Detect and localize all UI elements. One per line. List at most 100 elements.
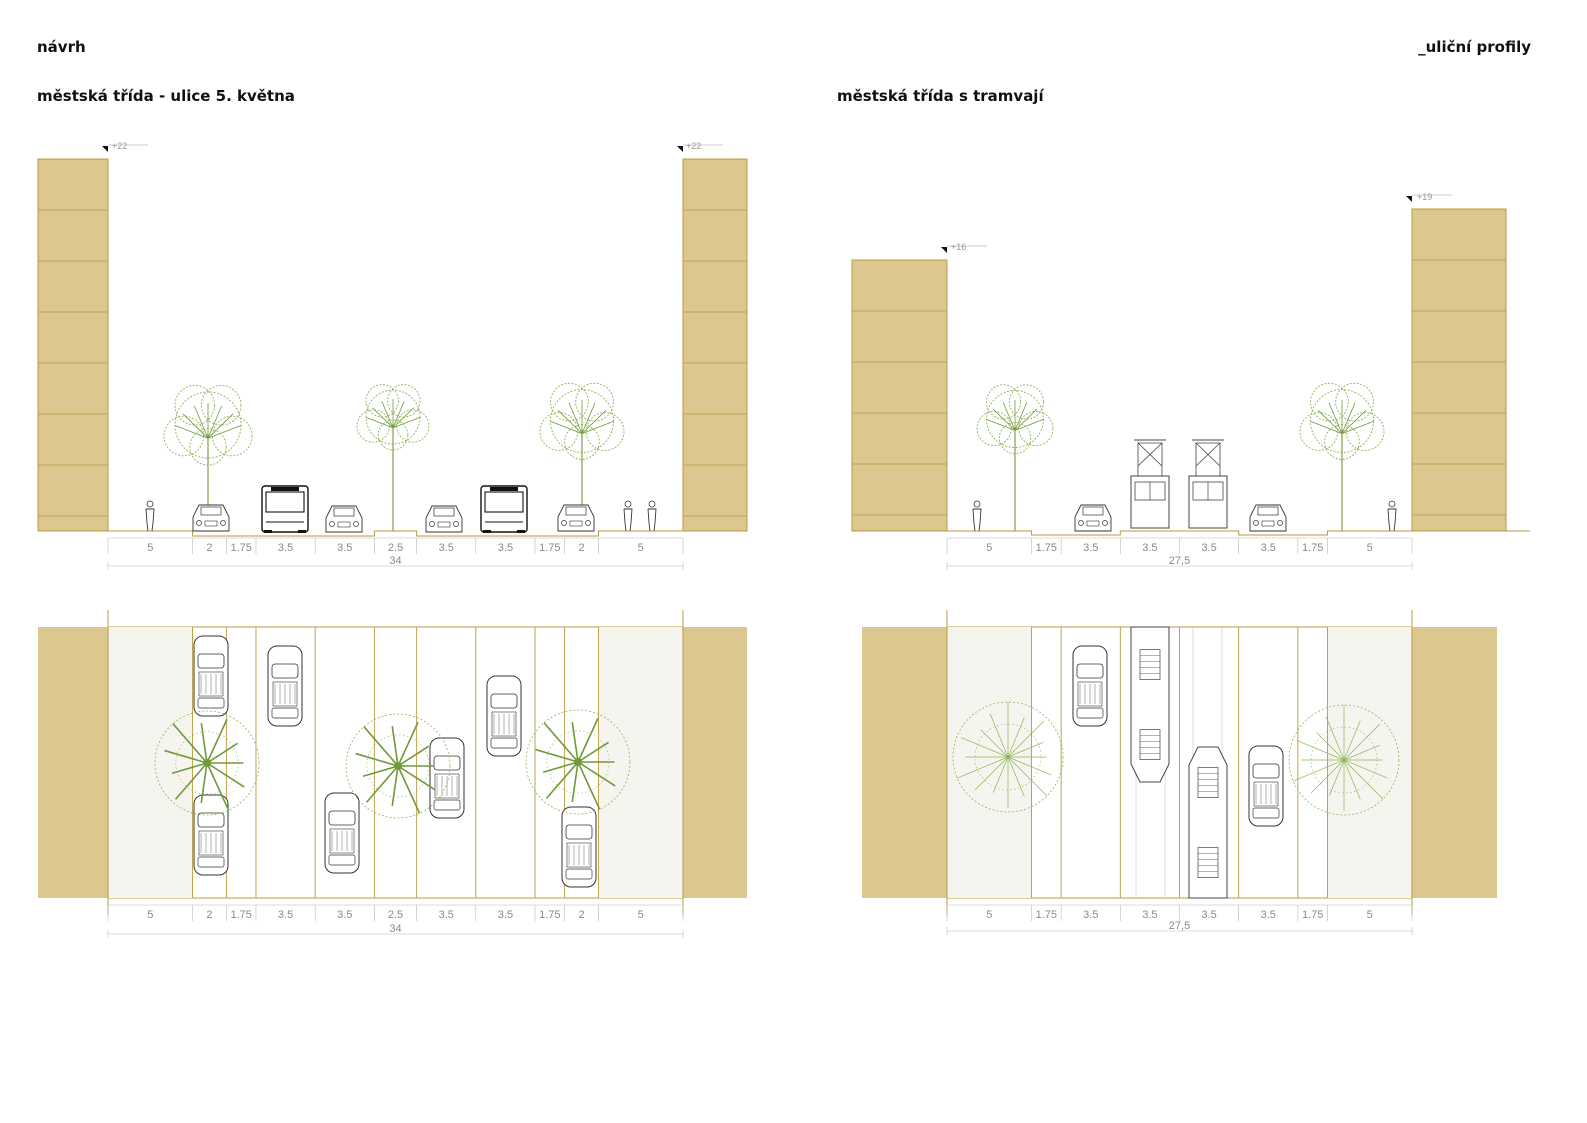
tree-elev-left-2-branch — [372, 407, 394, 429]
tree-plan-left-3-branch — [577, 717, 599, 763]
right-elevation-total-label: 27,5 — [1169, 555, 1190, 567]
tree-plan-right-2-branch — [1343, 759, 1361, 800]
tree-elev-left-1-leaf — [174, 384, 216, 426]
tree-plan-left-1-branch — [171, 762, 208, 775]
ground-line-right — [852, 530, 1530, 536]
tree-elev-left-2-leaf — [377, 419, 409, 451]
car-elev-left-4-light — [585, 520, 591, 526]
tree-elev-left-3-branch — [557, 409, 583, 434]
car-plan-left-5-roof — [434, 773, 460, 799]
tree-elev-right-1-branch — [1014, 402, 1028, 431]
car-elev-right-1-light — [1102, 520, 1108, 526]
plan-building-right-east — [1412, 627, 1497, 898]
car-plan-right-2 — [1248, 745, 1284, 827]
car-plan-right-1-rear-window — [1076, 707, 1104, 719]
tree-plan-right-1-branch — [974, 756, 1009, 791]
left-plan-dim-label: 2 — [578, 909, 584, 921]
car-elev-left-4-windshield — [565, 506, 587, 516]
car-plan-left-4-roof — [329, 828, 355, 854]
left-plan-dim-label: 3.5 — [439, 909, 454, 921]
pedestrian-left-2-body — [623, 508, 633, 532]
car-elev-right-2-grille — [1261, 520, 1275, 527]
car-elev-right-1-windshield — [1082, 506, 1104, 516]
tram-plan-right-1-body — [1130, 626, 1170, 783]
tree-elev-left-1-branch — [207, 413, 234, 439]
tree-plan-left-3-inner — [546, 730, 610, 794]
tree-plan-left-3-branch — [577, 761, 601, 810]
tree-plan-left-2-inner — [366, 734, 430, 798]
tree-plan-left-1-branch — [164, 749, 208, 764]
tree-elev-left-2-branch — [366, 416, 394, 429]
right-plan-dim-label: 3.5 — [1261, 909, 1276, 921]
tree-plan-left-3-branch — [577, 741, 610, 763]
right-plan-dim-label: 1.75 — [1302, 909, 1323, 921]
right-elevation-dim-label: 5 — [1367, 542, 1373, 554]
tree-plan-left-2-branch — [363, 726, 399, 767]
tree-plan-right-1-branch — [989, 713, 1009, 758]
left-elevation-dim-label: 5 — [147, 542, 153, 554]
left-elevation-dim-label: 5 — [638, 542, 644, 554]
bus-elev-left-2-wheel — [483, 530, 491, 533]
tree-plan-left-2-branch — [391, 765, 399, 807]
car-elev-right-2-windshield — [1257, 506, 1279, 516]
car-plan-left-1-rear-window — [197, 697, 225, 709]
section-label: návrh — [37, 38, 86, 56]
tree-elev-right-2 — [1299, 382, 1385, 460]
left-elevation-dim-label: 3.5 — [337, 542, 352, 554]
bus-elev-left-2-windshield — [484, 491, 524, 513]
tree-elev-left-1-branch — [182, 413, 209, 439]
car-elev-left-2-grille — [337, 521, 351, 528]
right-plan-dim-label: 1.75 — [1036, 909, 1057, 921]
bus-elev-left-1 — [261, 485, 309, 533]
plan-building-left-west — [38, 627, 108, 898]
ground-line-left — [38, 530, 747, 537]
car-plan-left-7-roof — [566, 842, 592, 868]
height-mark-left-2: +22 — [686, 141, 701, 151]
car-plan-left-6 — [486, 675, 522, 757]
pedestrian-right-2-body — [1387, 508, 1397, 532]
pedestrian-left-2-head — [624, 500, 632, 508]
car-elev-left-3-light — [429, 521, 435, 527]
right-plan-dim-label: 3.5 — [1201, 909, 1216, 921]
left-plan-dim-label: 1.75 — [230, 909, 251, 921]
tree-plan-right-2-branch — [1343, 744, 1380, 761]
car-plan-left-7-rear-window — [565, 868, 593, 880]
tree-plan-right-2-branch — [1343, 759, 1388, 779]
right-elevation: +16 +19 — [851, 192, 1530, 536]
tree-elev-right-2-branch — [1310, 421, 1343, 434]
tree-plan-right-1-branch — [957, 756, 1009, 779]
tree-plan-left-2-branch — [365, 765, 399, 803]
bus-elev-left-2 — [480, 485, 528, 533]
tree-elev-left-3-branch — [581, 409, 607, 434]
tree-elev-right-1-leaf — [1018, 410, 1054, 447]
tree-elev-right-1-branch — [1014, 419, 1044, 431]
bus-elev-left-2-sign — [490, 487, 518, 491]
left-plan-total-label: 34 — [389, 923, 401, 935]
tree-plan-right-2-branch — [1316, 732, 1345, 761]
building-right-east — [1411, 208, 1507, 532]
pedestrian-left-1-body — [145, 508, 155, 532]
car-elev-right-1 — [1074, 504, 1112, 532]
tram-plan-right-2-roof-unit — [1197, 847, 1219, 878]
car-plan-left-3-windshield — [271, 663, 299, 679]
tree-plan-left-2 — [345, 713, 451, 819]
tram-plan-right-2-roof-unit — [1197, 767, 1219, 798]
tree-plan-left-3-center — [574, 758, 582, 766]
tree-plan-left-1-branch — [206, 762, 245, 788]
tree-plan-left-2-crown — [345, 713, 451, 819]
tree-plan-right-1-branch — [1007, 720, 1045, 758]
tree-plan-left-1-center — [203, 759, 211, 767]
car-plan-left-5-rear-window — [433, 799, 461, 811]
car-elev-right-2-light — [1253, 520, 1259, 526]
plan-sidewalk-left-west — [108, 627, 193, 898]
left-elevation-dim-label: 2 — [578, 542, 584, 554]
tree-plan-right-1 — [952, 701, 1064, 813]
car-elev-left-4-light — [561, 520, 567, 526]
pedestrian-left-3-body — [647, 508, 657, 532]
car-elev-left-1-grille — [204, 520, 218, 527]
tree-elev-left-3-branch — [581, 421, 614, 434]
tree-plan-left-3-crown — [525, 709, 631, 815]
car-plan-left-6-windshield — [490, 693, 518, 709]
left-plan-dim-label: 3.5 — [337, 909, 352, 921]
car-plan-left-2-roof — [198, 830, 224, 856]
